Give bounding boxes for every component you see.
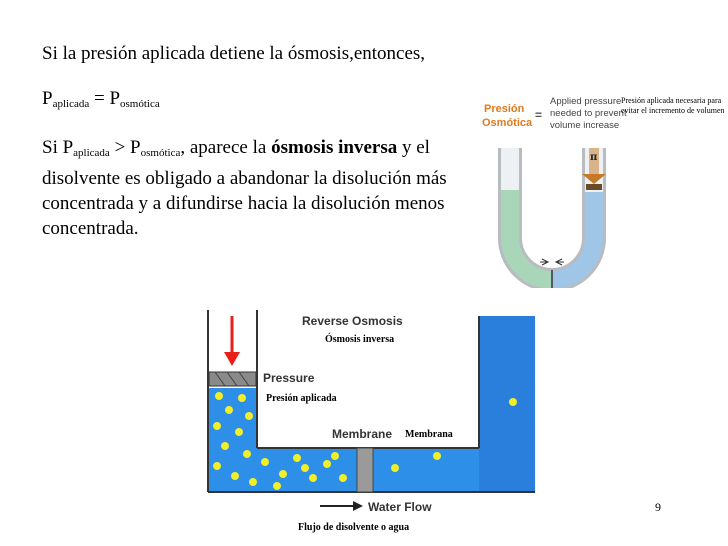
water-flow-arrow-head-icon [353, 501, 363, 511]
eq-sub-osmotica: osmótica [120, 98, 160, 110]
osmotic-label-1: Presión [484, 103, 525, 115]
osmotic-label-2: Osmótica [482, 117, 533, 129]
para-bold-term: ósmosis inversa [271, 137, 398, 158]
desc-line-3: volume increase [550, 120, 619, 131]
u-tube-note: Presión aplicada necesaria para evitar e… [621, 96, 725, 115]
water-flow-label: Water Flow [368, 500, 432, 514]
flow-arrow-back-icon [554, 258, 564, 266]
para-sub-osmotica: osmótica [140, 147, 181, 159]
piston [586, 184, 602, 190]
u-tube-left-empty [501, 148, 519, 190]
reverse-osmosis-figure: Reverse Osmosis Pressure Membrane Water … [207, 310, 535, 514]
ro-title-es: Ósmosis inversa [325, 334, 395, 345]
para-pre2: , aparece la [180, 137, 272, 158]
para-p: Si P [42, 137, 74, 158]
u-tube-left-liquid [501, 190, 553, 288]
pressure-arrow-head-icon [582, 174, 606, 184]
page-number: 9 [655, 500, 661, 514]
eq-p: P [42, 88, 53, 109]
eq-sub-aplicada: aplicada [52, 98, 90, 110]
right-column-water [479, 316, 535, 492]
para-rest: y el disolvente es obligado a abandonar … [42, 137, 447, 239]
solute-particles [213, 392, 517, 490]
pressure-arrow-shaft [589, 148, 599, 174]
flow-arrow-icon [540, 258, 550, 266]
water-flow-label-es: Flujo de disolvente o agua [298, 522, 410, 533]
membrane-label: Membrane [332, 427, 392, 441]
pressure-label: Pressure [263, 371, 315, 385]
eq-mid: = P [89, 88, 121, 109]
equals-sign: = [535, 108, 542, 122]
u-tube-right-liquid [551, 192, 603, 288]
ro-title: Reverse Osmosis [302, 314, 403, 328]
desc-line-2: needed to prevent [550, 108, 627, 119]
u-tube-figure: Presión Osmótica = Applied pressure need… [482, 96, 627, 288]
pressure-arrow-head-icon [224, 352, 240, 366]
intro-line: Si la presión aplicada detiene la ósmosi… [42, 43, 426, 64]
para-gt: > P [109, 137, 141, 158]
desc-line-1: Applied pressure [550, 96, 621, 107]
explanation-paragraph: Si Paplicada > Posmótica, aparece la ósm… [42, 135, 482, 241]
equation-line: Paplicada = Posmótica [42, 88, 160, 110]
membrane [356, 447, 374, 493]
pi-symbol: π [590, 152, 597, 163]
pressure-label-es: Presión aplicada [266, 393, 337, 404]
para-sub-aplicada: aplicada [73, 147, 110, 159]
membrane-label-es: Membrana [405, 429, 453, 440]
